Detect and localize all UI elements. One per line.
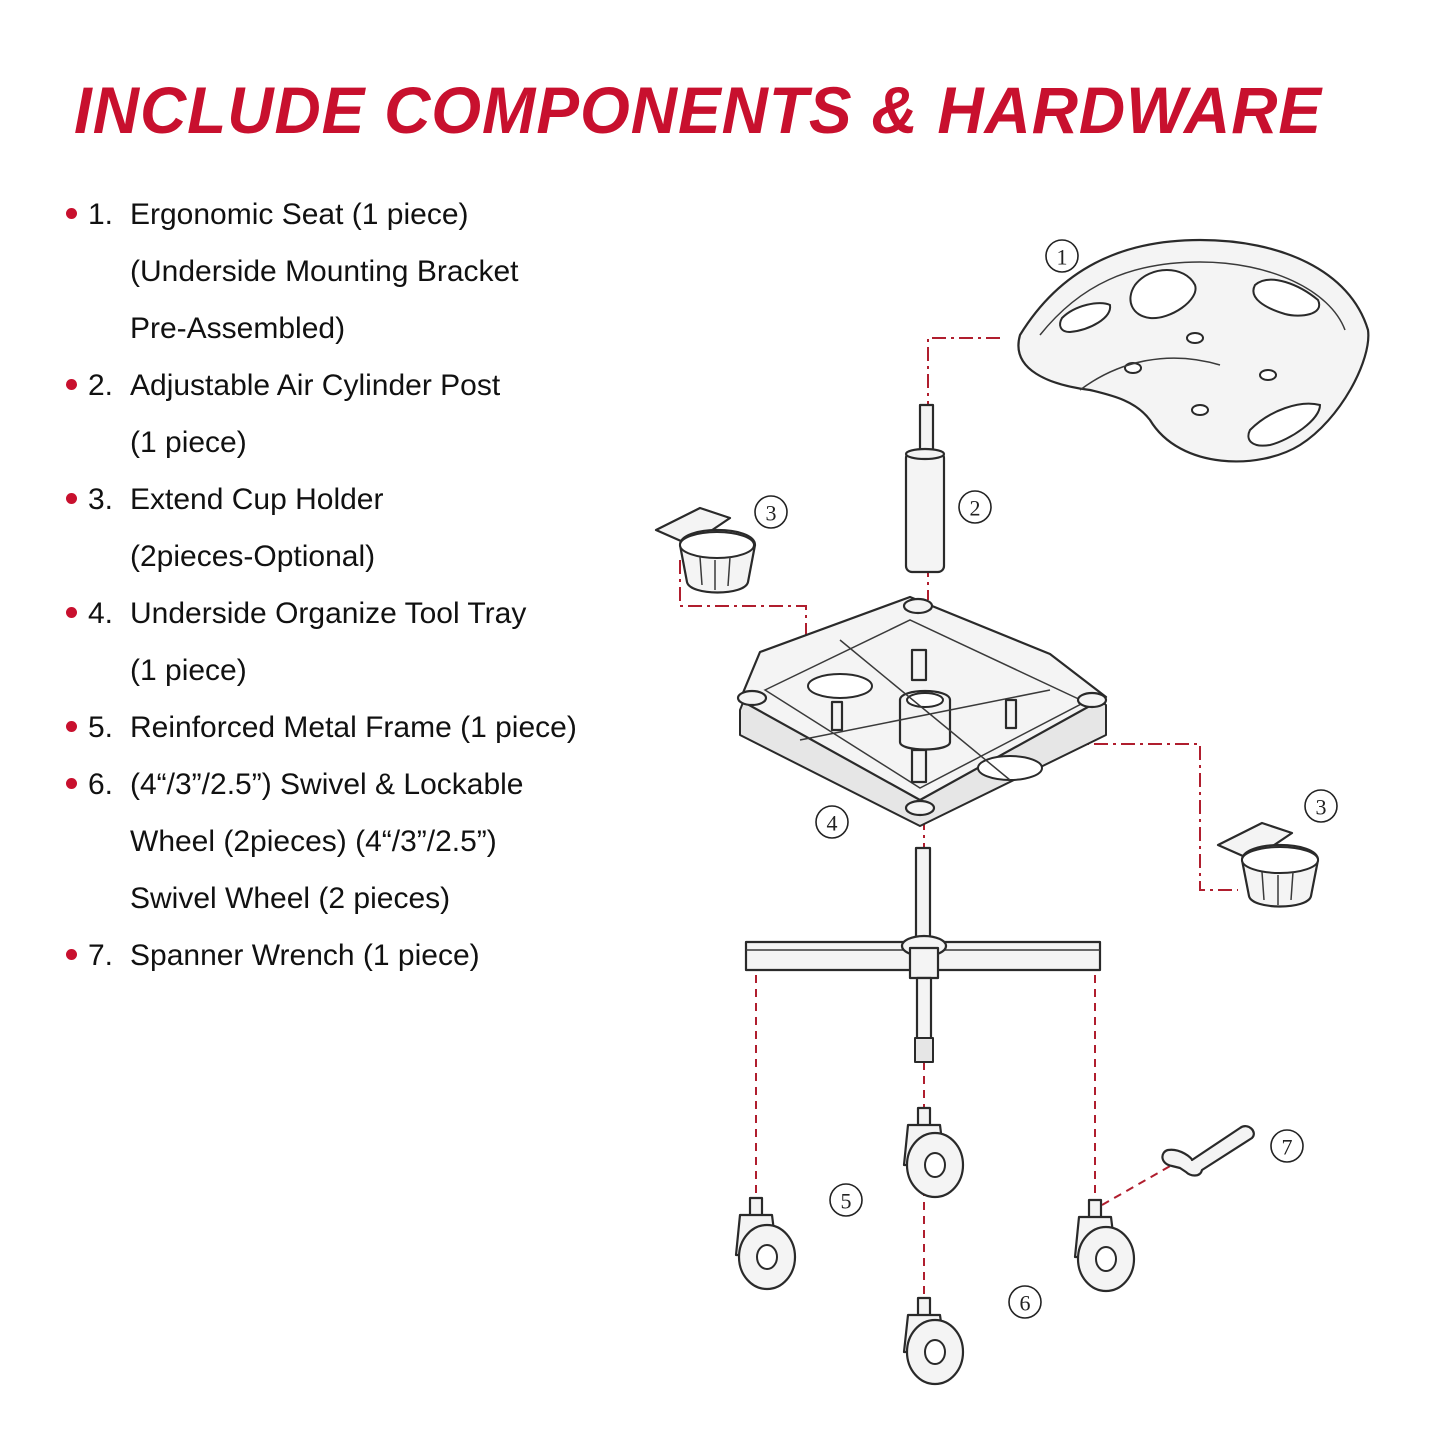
component-number: 1. [88, 198, 114, 231]
caster-wheel-right [1073, 1198, 1136, 1293]
component-number: 4. [88, 597, 114, 630]
tool-tray [736, 595, 1108, 827]
callout-number: 1 [1057, 245, 1068, 270]
component-line: Underside Organize Tool Tray [130, 597, 527, 630]
component-number: 6. [88, 768, 114, 801]
spanner-wrench [1161, 1125, 1255, 1177]
callout-number: 5 [841, 1189, 852, 1214]
air-cylinder-post [904, 403, 946, 574]
cup-holder-right-leader-line [1040, 743, 1238, 891]
component-item-3: 3. Extend Cup Holder (2pieces-Optional) [66, 471, 666, 585]
cup-holder-left [654, 506, 757, 594]
callout-wrench: 7 [1270, 1129, 1304, 1163]
callout-tray: 4 [815, 805, 849, 839]
caster-wheel-left [734, 1196, 797, 1291]
caster-wheel-center-top [902, 1106, 965, 1199]
component-line: Swivel Wheel (2 pieces) [130, 882, 451, 915]
component-line: Adjustable Air Cylinder Post [130, 369, 501, 402]
callout-cup-holder-left: 3 [754, 495, 788, 529]
bullet-icon [66, 379, 77, 390]
component-number: 3. [88, 483, 114, 516]
component-line: Ergonomic Seat (1 piece) [130, 198, 469, 231]
component-item-2: 2. Adjustable Air Cylinder Post (1 piece… [66, 357, 666, 471]
bullet-icon [66, 949, 77, 960]
caster-wheels [734, 1106, 1136, 1386]
component-item-1: 1. Ergonomic Seat (1 piece) (Underside M… [66, 186, 666, 357]
wrench-leader-line [1101, 1164, 1173, 1206]
component-line: (4“/3”/2.5”) Swivel & Lockable [130, 768, 524, 801]
component-item-4: 4. Underside Organize Tool Tray (1 piece… [66, 585, 666, 699]
page-title: INCLUDE COMPONENTS & HARDWARE [74, 73, 1323, 147]
bullet-icon [66, 208, 77, 219]
callout-number: 6 [1020, 1291, 1031, 1316]
bullet-icon [66, 778, 77, 789]
callout-post: 2 [958, 490, 992, 524]
callout-seat: 1 [1045, 239, 1079, 273]
component-line: Pre-Assembled) [130, 312, 346, 345]
callout-wheels: 6 [1008, 1285, 1042, 1319]
component-list: 1. Ergonomic Seat (1 piece) (Underside M… [66, 186, 666, 984]
callout-number: 2 [970, 496, 981, 521]
component-line: (2pieces-Optional) [130, 540, 376, 573]
callout-number: 4 [827, 811, 838, 836]
component-item-7: 7. Spanner Wrench (1 piece) [66, 927, 666, 984]
component-number: 2. [88, 369, 114, 402]
callout-frame: 5 [829, 1183, 863, 1217]
cup-holder-left-leader-line [679, 560, 807, 640]
bullet-icon [66, 607, 77, 618]
component-line: Extend Cup Holder [130, 483, 384, 516]
component-line: (1 piece) [130, 426, 247, 459]
bullet-icon [66, 721, 77, 732]
ergonomic-seat [1017, 238, 1370, 463]
component-item-5: 5. Reinforced Metal Frame (1 piece) [66, 699, 666, 756]
callout-cup-holder-right: 3 [1304, 789, 1338, 823]
component-number: 5. [88, 711, 114, 744]
component-line: Spanner Wrench (1 piece) [130, 939, 480, 972]
component-item-6: 6. (4“/3”/2.5”) Swivel & Lockable Wheel … [66, 756, 666, 927]
callout-number: 7 [1282, 1135, 1293, 1160]
cup-holder-right [1216, 821, 1320, 908]
callout-number: 3 [1316, 795, 1327, 820]
component-line: Wheel (2pieces) (4“/3”/2.5”) [130, 825, 497, 858]
caster-wheel-center-bottom [902, 1296, 965, 1386]
component-number: 7. [88, 939, 114, 972]
component-line: (Underside Mounting Bracket [130, 255, 519, 288]
bullet-icon [66, 493, 77, 504]
component-line: Reinforced Metal Frame (1 piece) [130, 711, 577, 744]
metal-frame [744, 846, 1102, 1063]
component-line: (1 piece) [130, 654, 247, 687]
callout-number: 3 [766, 501, 777, 526]
